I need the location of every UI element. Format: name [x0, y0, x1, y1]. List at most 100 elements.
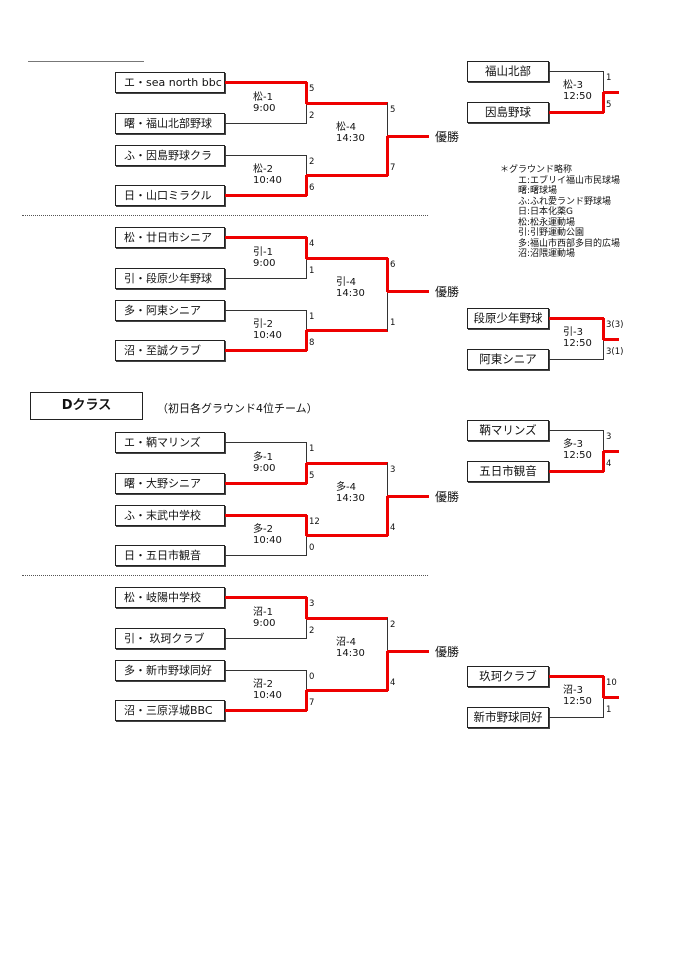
consolation-winner-stub — [603, 696, 619, 699]
consolation-winner-stub — [603, 338, 619, 341]
final-connector — [386, 651, 389, 691]
semi-line — [225, 482, 307, 485]
champion-line — [387, 650, 429, 653]
semi-line — [225, 310, 306, 311]
consolation-line — [549, 675, 604, 678]
semi-line — [225, 638, 306, 639]
team-box: エ・sea north bbc — [115, 72, 225, 93]
semi-line — [225, 236, 307, 239]
team-box: 日・五日市観音 — [115, 545, 225, 566]
consolation-line — [549, 359, 603, 360]
semi-line — [225, 81, 307, 84]
consolation-team-box: 五日市観音 — [467, 461, 549, 482]
score: 8 — [309, 338, 315, 348]
final-line — [306, 329, 388, 332]
score: 2 — [309, 157, 315, 167]
final-connector — [387, 618, 388, 652]
semi-line — [225, 709, 307, 712]
ground-legend: ＊グラウンド略称 エ:エブリイ福山市民球場 曙:曙球場 ふ:ふれ愛ランド野球場 … — [500, 165, 620, 260]
team-box: エ・鞆マリンズ — [115, 432, 225, 453]
team-box: 松・廿日市シニア — [115, 227, 225, 248]
legend-item: 松:松永運動場 — [518, 217, 576, 228]
semi-line — [225, 194, 307, 197]
match-label: 松-2 10:40 — [253, 164, 282, 186]
score: 7 — [390, 163, 396, 173]
legend-item: 日:日本化薬G — [518, 207, 574, 217]
semi-connector — [306, 535, 307, 556]
score: 3 — [309, 599, 315, 609]
consolation-team-box: 因島野球 — [467, 102, 549, 123]
legend-item: エ:エブリイ福山市民球場 — [518, 175, 621, 186]
semi-line — [225, 555, 306, 556]
match-label: 松-1 9:00 — [253, 92, 276, 114]
semi-connector — [306, 155, 307, 176]
champion-label: 優勝 — [435, 285, 460, 299]
team-box: 沼・至誠クラブ — [115, 340, 225, 361]
score: 6 — [390, 260, 396, 270]
score: 1 — [309, 312, 315, 322]
semi-line — [225, 442, 306, 443]
score: 4 — [390, 523, 396, 533]
consolation-team-box: 福山北部 — [467, 61, 549, 82]
score: 2 — [309, 111, 315, 121]
match-label: 多-2 10:40 — [253, 524, 282, 546]
score: 4 — [390, 678, 396, 688]
score: 3 — [390, 465, 396, 475]
final-line — [306, 534, 388, 537]
final-connector — [386, 496, 389, 536]
consolation-connector — [602, 451, 605, 472]
score: 7 — [309, 698, 315, 708]
consolation-line — [549, 71, 603, 72]
team-box: ふ・末武中学校 — [115, 505, 225, 526]
score: 1 — [309, 444, 315, 454]
match-label: 多-3 12:50 — [563, 439, 592, 461]
champion-label: 優勝 — [435, 130, 460, 144]
semi-line — [225, 278, 306, 279]
match-label: 松-3 12:50 — [563, 80, 592, 102]
score: 10 — [606, 678, 617, 688]
final-connector — [387, 463, 388, 497]
score: 4 — [309, 239, 315, 249]
final-connector — [386, 258, 389, 292]
team-box: 松・岐陽中学校 — [115, 587, 225, 608]
semi-line — [225, 349, 307, 352]
match-label: 引-1 9:00 — [253, 247, 276, 269]
final-line — [306, 617, 388, 620]
score: 2 — [390, 620, 396, 630]
consolation-line — [549, 111, 604, 114]
match-label: 沼-3 12:50 — [563, 685, 592, 707]
semi-connector — [305, 515, 308, 536]
final-connector — [387, 103, 388, 137]
score: 1 — [606, 73, 612, 83]
score: 1 — [390, 318, 396, 328]
team-box: 曙・大野シニア — [115, 473, 225, 494]
legend-item: 引:引野運動公園 — [518, 228, 585, 238]
score: 3(1) — [606, 347, 624, 357]
champion-line — [387, 135, 429, 138]
consolation-line — [549, 717, 603, 718]
class-heading: Dクラス — [30, 392, 143, 420]
team-box: 曙・福山北部野球 — [115, 113, 225, 134]
legend-title: ＊グラウンド略称 — [500, 165, 573, 175]
match-label: 引-4 14:30 — [336, 277, 365, 299]
top-rule — [28, 61, 144, 62]
score: 5 — [309, 84, 315, 94]
semi-connector — [306, 103, 307, 124]
semi-connector — [306, 310, 307, 331]
score: 12 — [309, 517, 320, 527]
champion-line — [387, 495, 429, 498]
final-line — [306, 462, 388, 465]
final-line — [306, 257, 388, 260]
final-line — [306, 689, 388, 692]
score: 0 — [309, 543, 315, 553]
score: 4 — [606, 459, 612, 469]
semi-line — [225, 670, 306, 671]
semi-connector — [305, 690, 308, 711]
match-label: 沼-1 9:00 — [253, 607, 276, 629]
semi-connector — [306, 618, 307, 639]
legend-item: 多:福山市西部多目的広場 — [518, 238, 621, 249]
score: 5 — [390, 105, 396, 115]
score: 3 — [606, 432, 612, 442]
consolation-line — [549, 470, 604, 473]
class-note: （初日各グラウンド4位チーム） — [157, 402, 318, 415]
